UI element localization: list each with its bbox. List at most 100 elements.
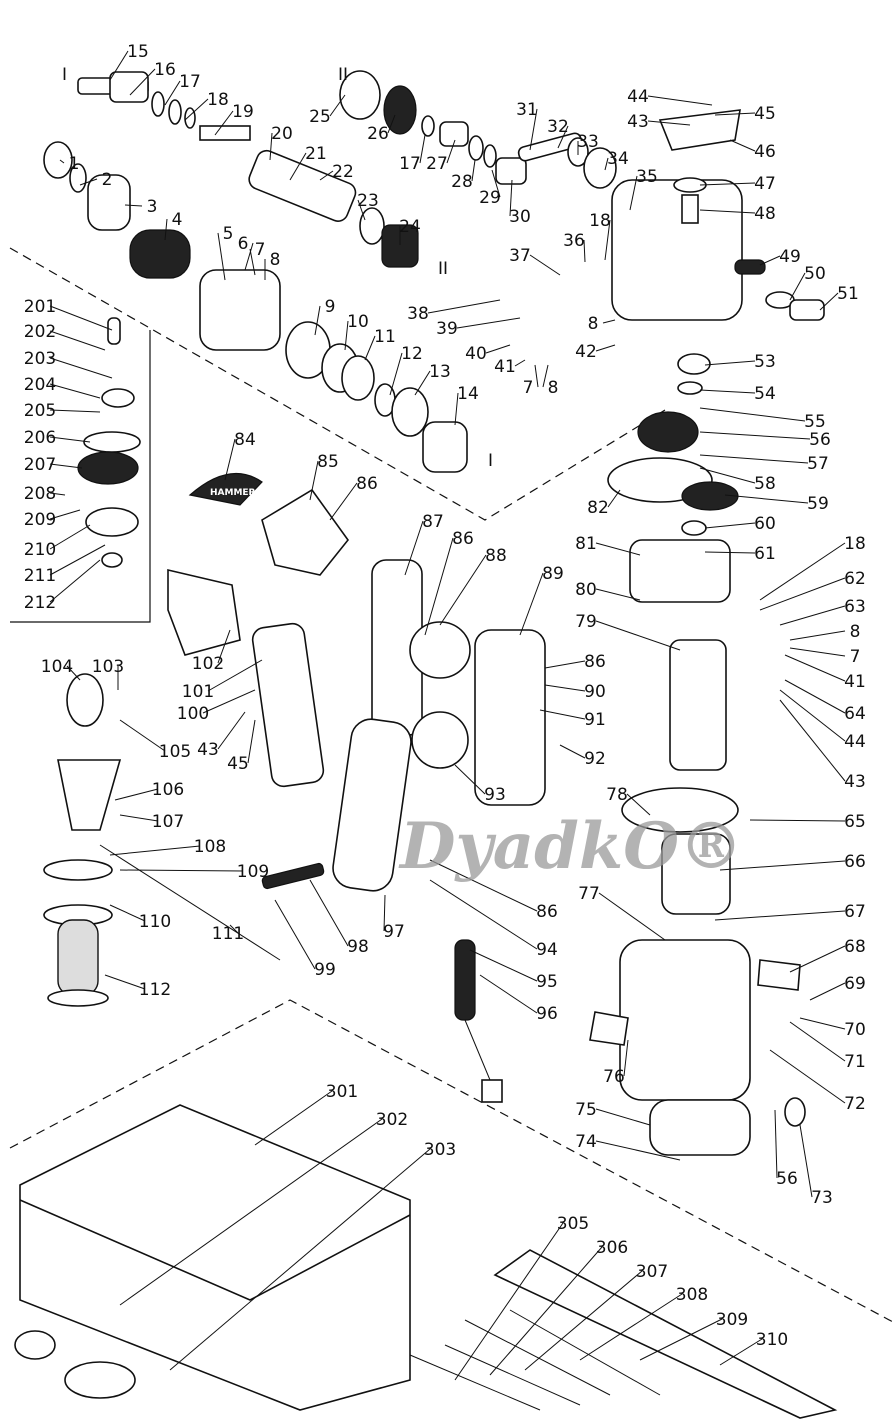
part-number-label: 73 [811, 1188, 833, 1208]
part-number-label: 106 [152, 780, 184, 800]
part-number-label: 33 [577, 132, 599, 152]
part-number-label: 48 [754, 204, 776, 224]
leader-line [769, 1049, 846, 1104]
leader-line [595, 588, 641, 601]
part-number-label: 77 [578, 884, 600, 904]
part-96-cord-guard [454, 939, 476, 1021]
leader-line [544, 660, 586, 669]
part-number-label: 32 [547, 117, 569, 137]
part-number-label: 2 [102, 170, 113, 190]
leader-line [329, 482, 358, 521]
part-number-label: 12 [401, 344, 423, 364]
part-number-label: 110 [139, 912, 171, 932]
part-number-label: 24 [399, 217, 421, 237]
leader-line [439, 554, 487, 626]
leader-line [759, 542, 846, 601]
leader-line [49, 544, 106, 576]
part-number-label: 25 [309, 107, 331, 127]
part-number-label: 17 [179, 72, 201, 92]
part-2 [69, 163, 87, 193]
leader-line [109, 845, 201, 856]
part-number-label: 22 [332, 162, 354, 182]
part-number-label: 29 [479, 188, 501, 208]
leader-line [699, 431, 811, 440]
leader-line [595, 542, 641, 556]
leader-line [583, 239, 586, 263]
leader-line [274, 899, 316, 970]
part-number-label: 8 [270, 250, 281, 270]
part-number-label: 107 [152, 812, 184, 832]
leader-line [119, 814, 159, 822]
part-number-label: 86 [584, 652, 606, 672]
part-number-label: 67 [844, 902, 866, 922]
part-89 [474, 629, 546, 806]
part-number-label: 36 [563, 231, 585, 251]
part-46-plate [658, 109, 741, 151]
leader-line [749, 819, 846, 822]
part-number-label: 5 [223, 224, 234, 244]
leader-line [49, 463, 83, 469]
leader-line [602, 319, 616, 324]
leader-line [542, 364, 549, 388]
part-number-label: 11 [374, 327, 396, 347]
part-206 [83, 431, 141, 453]
part-number-label: 302 [376, 1110, 408, 1130]
part-number-label: 15 [127, 42, 149, 62]
leader-line [704, 360, 756, 366]
assembly-axis-mark: I [488, 451, 493, 471]
section-dividers [9, 247, 893, 1323]
part-number-label: 39 [436, 319, 458, 339]
part-number-label: 74 [575, 1132, 597, 1152]
leader-line [429, 859, 538, 912]
leader-line [724, 494, 809, 504]
leader-line [704, 522, 756, 529]
part-23 [359, 207, 385, 245]
leader-line [779, 689, 846, 742]
leader-line [427, 299, 501, 314]
parts-drawings: HAMMER [14, 70, 838, 1419]
part-number-label: 86 [452, 529, 474, 549]
part-number-label: 68 [844, 937, 866, 957]
part-98-bolt [261, 862, 325, 890]
part-76 [589, 1011, 629, 1046]
part-number-label: 306 [596, 1238, 628, 1258]
leader-line [357, 199, 366, 221]
leader-line [119, 1118, 383, 1306]
leader-line [699, 407, 806, 422]
leader-line [119, 719, 166, 752]
part-number-label: 101 [182, 682, 214, 702]
leader-line [759, 577, 846, 611]
part-number-label: 207 [24, 455, 56, 475]
leader-line [389, 352, 403, 396]
part-14 [422, 421, 468, 473]
leader-line [789, 945, 846, 973]
leader-line [247, 719, 256, 764]
leader-line [254, 1090, 333, 1146]
part-number-label: 27 [426, 154, 448, 174]
part-number-label: 80 [575, 580, 597, 600]
leader-line [79, 178, 98, 186]
leader-line [217, 711, 246, 750]
watermark: DyadkO® [398, 809, 743, 884]
part-number-label: 69 [844, 974, 866, 994]
leader-line [49, 509, 81, 520]
part-number-label: 56 [809, 430, 831, 450]
leader-line [446, 139, 456, 164]
part-number-label: 203 [24, 349, 56, 369]
part-number-label: 59 [807, 494, 829, 514]
part-number-label: 16 [154, 60, 176, 80]
leader-line [626, 793, 651, 816]
part-number-label: 93 [484, 785, 506, 805]
part-number-label: 60 [754, 514, 776, 534]
leader-line [364, 335, 376, 361]
leader-line [719, 860, 846, 871]
part-number-label: 96 [536, 1004, 558, 1024]
part-number-label: 301 [326, 1082, 358, 1102]
part-number-label: 56 [776, 1169, 798, 1189]
part-number-label: 38 [407, 304, 429, 324]
part-number-label: 105 [159, 742, 191, 762]
part-number-label: 57 [807, 454, 829, 474]
part-number-label: 17 [399, 154, 421, 174]
part-number-label: 84 [234, 430, 256, 450]
part-93 [411, 711, 469, 769]
